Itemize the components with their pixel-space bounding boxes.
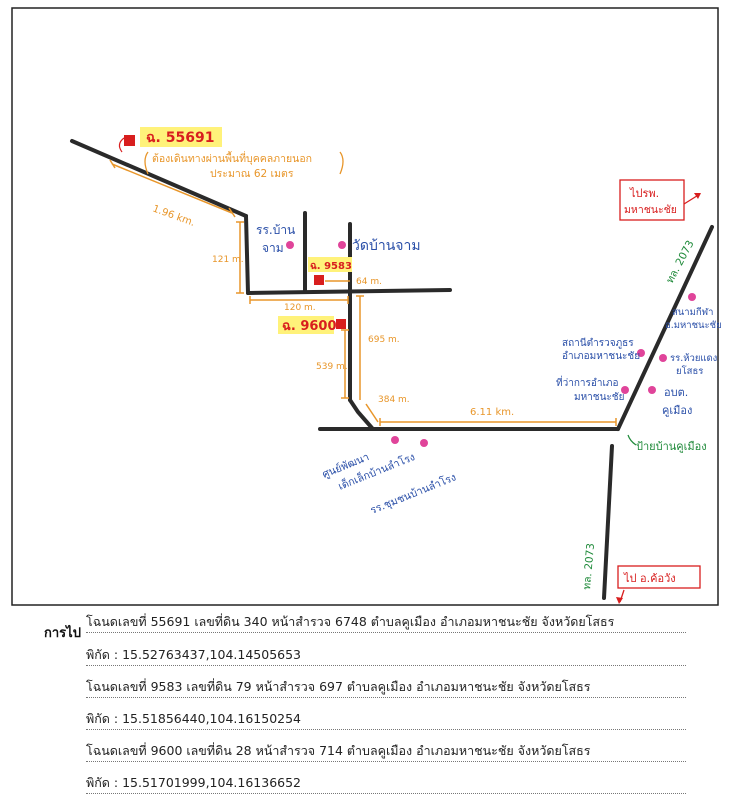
road-highway-south [602,444,614,600]
poi-police [637,349,645,357]
plot-9600-marker [336,319,346,329]
access-distance: ประมาณ 62 เมตร [210,168,294,180]
poi-center [391,436,399,444]
arch-arrow [627,434,637,446]
place-district-1: ที่ว่าการอำเภอ [556,375,619,389]
dist-539m: 539 m. [316,362,348,372]
direction-south-arrowhead [616,597,623,604]
place-office-2: คูเมือง [662,404,692,417]
deed-55691-coords: พิกัด : 15.52763437,104.14505653 [86,645,686,666]
poi-stadium [688,293,696,301]
place-village-arch: ป้ายบ้านคูเมือง [636,440,707,453]
road-number-south: ทล. 2073 [581,543,597,591]
deed-9583-label: ฉ. 9583 [310,261,352,272]
direction-south: ไป อ.ค้อวัง [623,572,676,585]
road-highway-north [616,225,714,431]
poi-school-huaydaeng [659,354,667,362]
poi-markers [286,241,696,447]
dist-121m: 121 m. [212,255,244,265]
dist-120m: 120 m. [284,303,316,313]
place-school: รร.บ้าน [256,223,295,237]
direction-south-box [617,565,701,589]
plot-55691-marker [124,135,135,146]
access-note-bracket [144,151,344,175]
poi-school-lamrong [420,439,428,447]
deed-9583-row: โฉนดเลขที่ 9583 เลขที่ดิน 79 หน้าสำรวจ 6… [86,677,686,698]
deed-9583-highlight [308,257,352,272]
dist-6-11km: 6.11 km. [470,407,514,418]
plot-9583-marker [314,275,324,285]
place-police-2: อำเภอมหาชนะชัย [562,351,640,362]
place-police-1: สถานีตำรวจภูธร [562,337,634,349]
access-note: ต้องเดินทางผ่านพื้นที่บุคคลภายนอก [152,151,312,165]
poi-office [648,386,656,394]
map-frame [11,7,719,606]
place-school-2: จาม [262,241,284,255]
place-temple: วัดบ้านจาม [352,238,421,254]
directions-info: การไป โฉนดเลขที่ 55691 เลขที่ดิน 340 หน้… [0,608,736,800]
directions-label: การไป [44,626,81,641]
roads [70,139,714,600]
poi-district [621,386,629,394]
place-school-huaydaeng-1: รร.ห้วยแดง [670,353,717,364]
deed-55691-row: โฉนดเลขที่ 55691 เลขที่ดิน 340 หน้าสำรวจ… [86,612,686,633]
poi-temple [338,241,346,249]
direction-north: ไปรพ. [629,187,659,200]
direction-north-arrowhead [694,193,701,199]
place-district-2: มหาชนะชัย [574,392,624,403]
dist-384m: 384 m. [378,395,410,405]
dist-695m: 695 m. [368,335,400,345]
road-bend [348,398,374,430]
place-stadium-1: สนามกีฬา [672,306,713,318]
deed-9583-coords: พิกัด : 15.51856440,104.16150254 [86,709,686,730]
road-northwest [70,139,248,218]
place-office-1: อบต. [664,386,688,399]
deed-9600-label: ฉ. 9600 [282,319,337,334]
direction-north-box [619,179,685,221]
poi-school [286,241,294,249]
place-stadium-2: อ.มหาชนะชัย [665,320,722,331]
deed-55691-highlight [140,127,222,147]
plot-markers [124,135,346,329]
site-map: ฉ. 55691 ฉ. 9583 ฉ. 9600 ต้องเดินทางผ่าน… [11,7,722,606]
place-school-huaydaeng-2: ยโสธร [676,365,703,377]
access-arrow [118,137,125,153]
deed-55691-label: ฉ. 55691 [146,130,214,146]
road-west-vertical [244,214,250,295]
dim-384m [365,403,379,423]
deed-9600-coords: พิกัด : 15.51701999,104.16136652 [86,773,686,794]
deed-9600-row: โฉนดเลขที่ 9600 เลขที่ดิน 28 หน้าสำรวจ 7… [86,741,686,762]
direction-north-2: มหาชนะชัย [624,204,677,216]
dist-64m: 64 m. [356,277,382,287]
deed-9600-highlight [278,316,334,334]
distance-lines [109,159,617,426]
dim-1-96km [111,163,233,214]
